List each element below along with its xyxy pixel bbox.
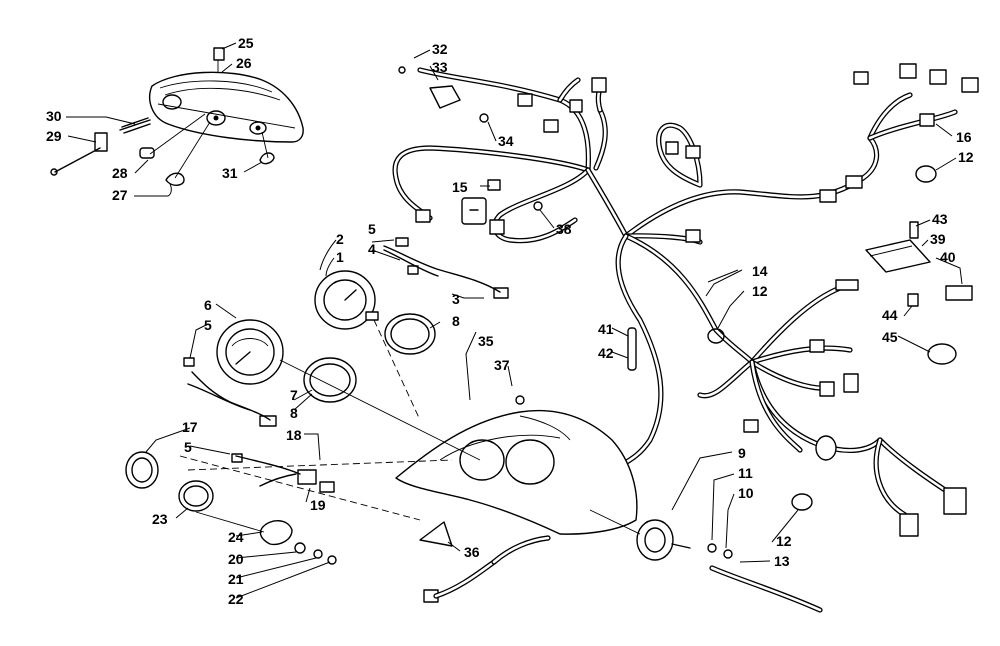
gauge-rings [178, 165, 937, 512]
callout-13: 13 [774, 553, 790, 569]
callout-32: 32 [432, 41, 448, 57]
callout-9: 9 [738, 445, 746, 461]
callout-12b: 12 [752, 283, 768, 299]
callout-25: 25 [238, 35, 254, 51]
callout-12c: 12 [776, 533, 792, 549]
callout-21: 21 [228, 571, 244, 587]
instrument-housing [395, 409, 638, 535]
callout-5c: 5 [184, 439, 192, 455]
callout-5a: 5 [368, 221, 376, 237]
callout-27: 27 [112, 187, 128, 203]
callout-37: 37 [494, 357, 510, 373]
callout-3: 3 [452, 291, 460, 307]
callout-18: 18 [286, 427, 302, 443]
callout-26: 26 [236, 55, 252, 71]
callout-20: 20 [228, 551, 244, 567]
callout-8a: 8 [290, 405, 298, 421]
gauge-bracket [259, 520, 337, 565]
callout-19: 19 [310, 497, 326, 513]
small-gauge [125, 451, 159, 489]
reference-lines [179, 319, 641, 535]
callout-34: 34 [498, 133, 514, 149]
callout-8b: 8 [452, 313, 460, 329]
callout-17: 17 [182, 419, 198, 435]
callout-30: 30 [46, 108, 62, 124]
callout-31: 31 [222, 165, 238, 181]
callout-16: 16 [956, 129, 972, 145]
callout-35: 35 [478, 333, 494, 349]
callout-4: 4 [368, 241, 376, 257]
callout-6: 6 [204, 297, 212, 313]
small-fasteners [183, 66, 637, 603]
callout-24: 24 [228, 529, 244, 545]
callout-29: 29 [46, 128, 62, 144]
callout-42: 42 [598, 345, 614, 361]
speedometer-cable [636, 519, 823, 613]
callout-11: 11 [738, 465, 753, 481]
gauge-wiring [187, 245, 551, 599]
callout-1: 1 [336, 249, 344, 265]
speedometer-gauge [216, 319, 284, 385]
harness-connectors [415, 63, 979, 537]
callout-15: 15 [452, 179, 468, 195]
callout-39: 39 [930, 231, 946, 247]
callout-12a: 12 [958, 149, 974, 165]
callout-23: 23 [152, 511, 168, 527]
warning-decal [419, 521, 453, 547]
callout-leaders [66, 42, 963, 599]
callout-41: 41 [598, 321, 614, 337]
callout-44: 44 [882, 307, 898, 323]
callout-45: 45 [882, 329, 898, 345]
callout-7: 7 [290, 387, 298, 403]
callout-40: 40 [940, 249, 956, 265]
callout-38: 38 [556, 221, 572, 237]
voltage-regulator [865, 221, 973, 365]
callout-5b: 5 [204, 317, 212, 333]
tachometer-gauge [314, 270, 376, 330]
callout-36: 36 [464, 544, 480, 560]
callout-10: 10 [738, 485, 754, 501]
callout-labels: 1 2 3 4 5 5 5 6 7 8 8 9 10 11 12 12 12 1… [46, 35, 974, 607]
callout-2: 2 [336, 231, 344, 247]
callout-33: 33 [432, 59, 448, 75]
callout-22: 22 [228, 591, 244, 607]
callout-28: 28 [112, 165, 128, 181]
headlight-assembly [149, 71, 304, 143]
callout-14: 14 [752, 263, 768, 279]
callout-43: 43 [932, 211, 948, 227]
headlight-bulb-parts [50, 47, 275, 186]
